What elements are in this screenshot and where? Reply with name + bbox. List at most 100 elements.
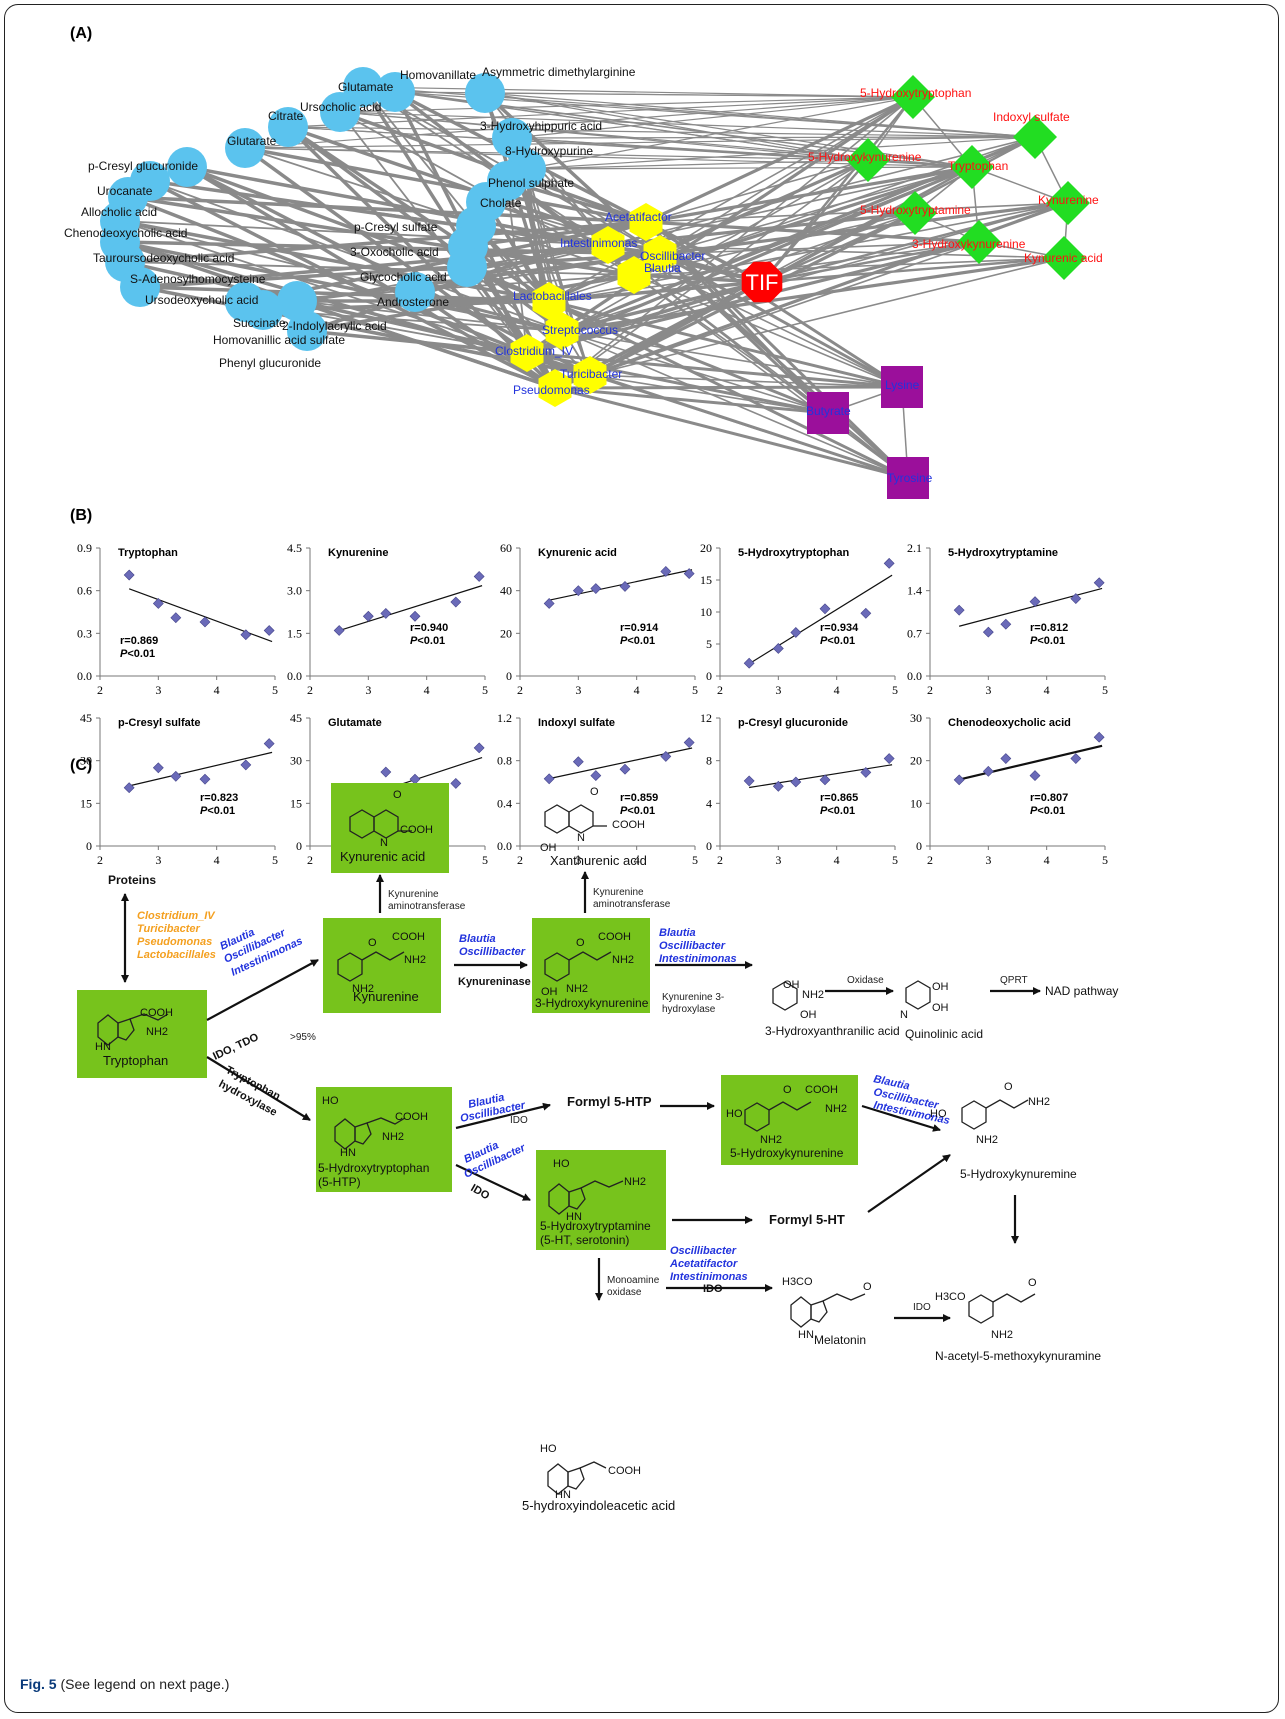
protein-bacteria-1: Clostridium_IV [137, 910, 216, 922]
data-point [819, 603, 831, 615]
enz-mao-b: oxidase [607, 1287, 642, 1298]
chem-trp-nh2: NH2 [146, 1026, 168, 1038]
chem-xa-n: N [577, 832, 585, 844]
bact-mel-3: Intestinimonas [670, 1271, 748, 1283]
tryptophan-label: Kynurenine [1038, 193, 1099, 207]
x-tick-label: 4 [634, 853, 640, 867]
bacteria-label: Pseudomonas [513, 383, 590, 397]
metabolite-label: Phenol sulphate [488, 176, 574, 190]
data-point [450, 777, 462, 789]
enz-ido-2: IDO [469, 1182, 492, 1202]
metabolite-label: 8-Hydroxypurine [505, 144, 593, 158]
network-edge [561, 330, 903, 388]
enz-ido-4: IDO [703, 1283, 723, 1295]
network-edge [339, 111, 1036, 138]
p-value: P<0.01 [620, 635, 655, 647]
y-tick-label: 1.2 [497, 711, 512, 725]
data-point [1029, 596, 1041, 608]
network-edge [484, 92, 869, 161]
trend-line [958, 744, 1103, 781]
trend-line [959, 587, 1103, 627]
tryptophan-node [957, 220, 1001, 264]
tryptophan-box [77, 990, 207, 1078]
chem-kyn-nh2: NH2 [404, 954, 426, 966]
x-tick-label: 2 [97, 853, 103, 867]
data-point [473, 571, 485, 582]
network-edge [124, 261, 635, 276]
metabolite-label: Androsterone [377, 295, 449, 309]
chem-afmk-h3co: H3CO [935, 1291, 966, 1303]
bacteria-label: Turicibacter [560, 367, 622, 381]
p-value: P<0.01 [820, 635, 855, 647]
y-tick-label: 8 [706, 754, 712, 768]
y-tick-label: 0 [506, 669, 512, 683]
network-edge [525, 159, 869, 170]
r-value: r=0.869 [120, 635, 158, 647]
r-value: r=0.865 [820, 792, 858, 804]
metabolite-label: p-Cresyl glucuronide [88, 159, 198, 173]
y-tick-label: 0 [296, 839, 302, 853]
pathway-arrows [121, 871, 1041, 1322]
metabolite-label: Homovanillic acid sulfate [213, 333, 345, 347]
network-edge [244, 146, 647, 224]
data-point [1070, 753, 1082, 764]
bacteria-node [538, 369, 572, 407]
chem-5hk-cooh: COOH [805, 1084, 838, 1096]
label-formyl-ht: Formyl 5-HT [769, 1212, 845, 1227]
data-point [1070, 593, 1082, 605]
serotonin-box [536, 1150, 666, 1250]
chem-5hk-ho: HO [726, 1108, 743, 1120]
data-point [409, 773, 421, 785]
chem-xa-oh: OH [540, 842, 557, 854]
label-5hiaa: 5-hydroxyindoleacetic acid [522, 1498, 675, 1513]
tryptophan-node [846, 138, 890, 182]
network-edge [306, 329, 528, 355]
bact-kynase-1: Blautia [459, 933, 496, 945]
p-value: P<0.01 [1030, 805, 1065, 817]
metabolite-label: Glutarate [227, 134, 277, 148]
network-edge [286, 125, 564, 333]
metabolite-label: p-Cresyl sulfate [354, 220, 438, 234]
chart-title: Indoxyl sulfate [538, 717, 615, 729]
panel-label-c: (C) [70, 757, 92, 774]
enz-ido-1: IDO [510, 1115, 528, 1126]
enz-gt95: >95% [290, 1032, 316, 1043]
chem-htp-nh2: NH2 [382, 1131, 404, 1143]
chem-kyna-cooh: COOH [400, 824, 433, 836]
metabolite-node [268, 107, 308, 147]
metabolite-node [492, 118, 532, 158]
bacteria-label: Clostridium_IV [495, 344, 573, 358]
metabolite-label: Chenodeoxycholic acid [64, 226, 187, 240]
network-edge [119, 219, 550, 303]
tryptophan-node [950, 145, 994, 189]
x-tick-label: 5 [692, 683, 698, 697]
enz-ido-3: IDO [913, 1302, 931, 1313]
chem-kyn-cooh: COOH [392, 931, 425, 943]
chem-3haa-oh: OH [783, 979, 800, 991]
data-point [362, 610, 374, 622]
x-tick-label: 4 [214, 853, 220, 867]
chem-5hkm-ho: HO [930, 1108, 947, 1120]
data-point [152, 762, 164, 774]
label-tryptophan: Tryptophan [103, 1053, 168, 1068]
x-tick-label: 5 [482, 683, 488, 697]
enz-kynureninase: Kynureninase [458, 976, 531, 988]
network-edge [659, 166, 973, 255]
bact-3hk-1: Blautia [659, 927, 696, 939]
label-afmk: N-acetyl-5-methoxykynuramine [935, 1349, 1101, 1363]
x-tick-label: 2 [927, 853, 933, 867]
network-edge [554, 96, 914, 389]
y-tick-label: 0.0 [907, 669, 922, 683]
x-tick-label: 3 [985, 683, 991, 697]
y-tick-label: 0.0 [77, 669, 92, 683]
bacteria-label: Oscillibacter [640, 249, 705, 263]
chem-ht-hn: HN [566, 1211, 582, 1223]
label-xanthurenic-acid: Xanthurenic acid [550, 853, 647, 868]
network-edge [525, 166, 973, 170]
network-edge [554, 241, 980, 389]
data-point [123, 782, 135, 794]
metabolite-label: S-Adenosylhomocysteine [130, 272, 266, 286]
